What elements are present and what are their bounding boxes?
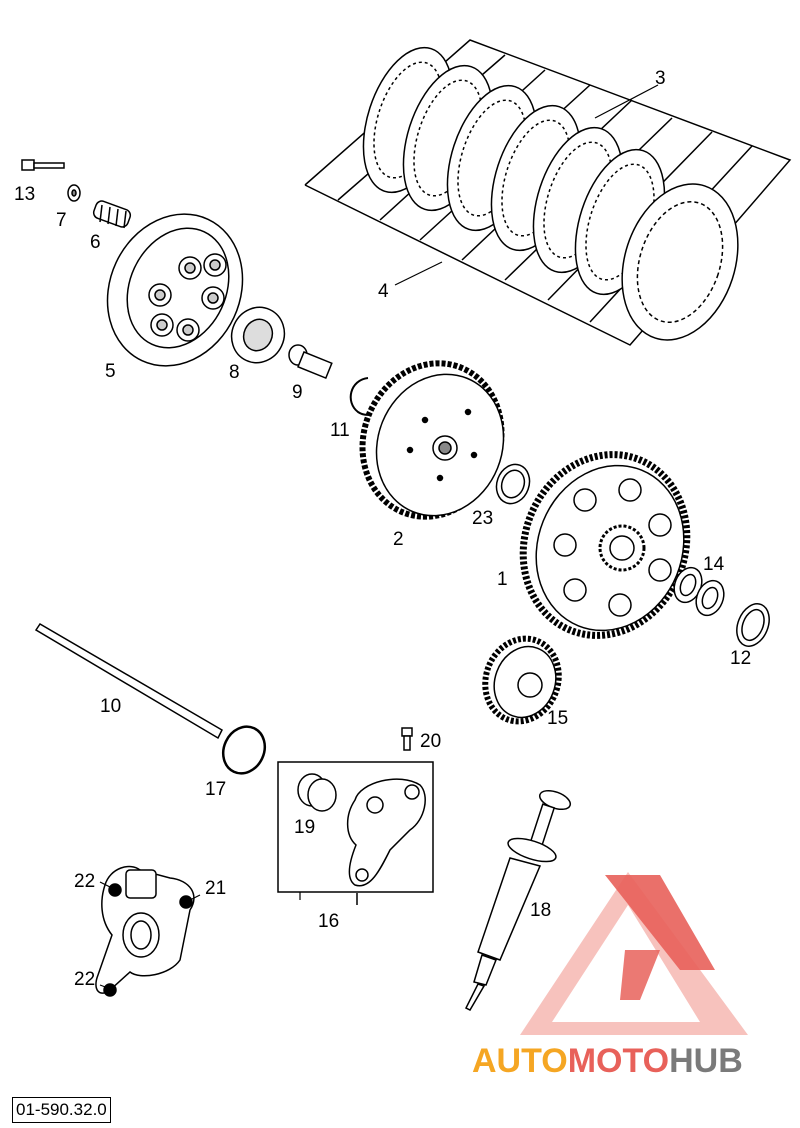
part-label-13: 13	[14, 184, 35, 205]
part-label-9: 9	[292, 382, 303, 403]
part-label-7: 7	[56, 210, 67, 231]
bolt-13	[21, 159, 65, 171]
part-label-21: 21	[205, 878, 226, 899]
part-label-10: 10	[100, 696, 121, 717]
part-label-18: 18	[530, 900, 551, 921]
part-label-8: 8	[229, 362, 240, 383]
part-label-11: 11	[330, 420, 350, 441]
automotohub-logo-mark	[520, 872, 748, 1035]
part-label-3: 3	[655, 68, 666, 89]
part-label-22-bottom: 22	[74, 969, 95, 990]
slave-cylinder-box-16	[277, 761, 434, 905]
needle-bearing-14	[673, 566, 725, 617]
logo-text-auto: AUTO	[472, 1042, 568, 1080]
washer-12	[736, 603, 770, 647]
part-label-22-top: 22	[74, 871, 95, 892]
part-label-14: 14	[703, 554, 725, 575]
cover-21	[95, 865, 195, 997]
leader-lines	[99, 881, 301, 989]
logo-text-hub: HUB	[669, 1042, 743, 1080]
part-label-16: 16	[318, 911, 339, 932]
part-label-20: 20	[420, 731, 441, 752]
part-label-23: 23	[472, 508, 493, 529]
gear-15	[482, 635, 562, 725]
thrust-washer-23	[495, 463, 531, 505]
part-label-2: 2	[393, 529, 404, 550]
part-label-19: 19	[294, 817, 315, 838]
pressure-plate	[106, 213, 244, 367]
clutch-basket-1	[519, 451, 691, 639]
drawing-number: 01-590.32.0	[12, 1097, 111, 1123]
part-label-1: 1	[497, 569, 508, 590]
clutch-plate-stack	[304, 39, 792, 346]
part-label-12: 12	[730, 648, 751, 669]
part-label-15: 15	[547, 708, 568, 729]
push-piece-9	[288, 344, 333, 380]
plates	[362, 46, 739, 341]
grease-syringe-18	[464, 789, 572, 1011]
part-label-5: 5	[105, 361, 116, 382]
part-label-17: 17	[205, 779, 226, 800]
logo-text-moto: MOTO	[567, 1042, 670, 1080]
clutch-hub-2	[359, 360, 505, 520]
spring-6	[92, 200, 132, 229]
part-labels: 3 4 13 7 6 5 8 9 11 23 2 14 1 12 10 15 2…	[14, 68, 751, 990]
pushrod-10	[34, 622, 223, 740]
bearing-8	[230, 306, 286, 364]
o-ring-17	[221, 725, 267, 775]
part-label-4: 4	[378, 281, 389, 302]
automotohub-logo-text: AUTOMOTOHUB	[472, 1042, 743, 1081]
screw-20	[401, 727, 413, 751]
washer-7	[67, 184, 81, 202]
part-label-6: 6	[90, 232, 101, 253]
